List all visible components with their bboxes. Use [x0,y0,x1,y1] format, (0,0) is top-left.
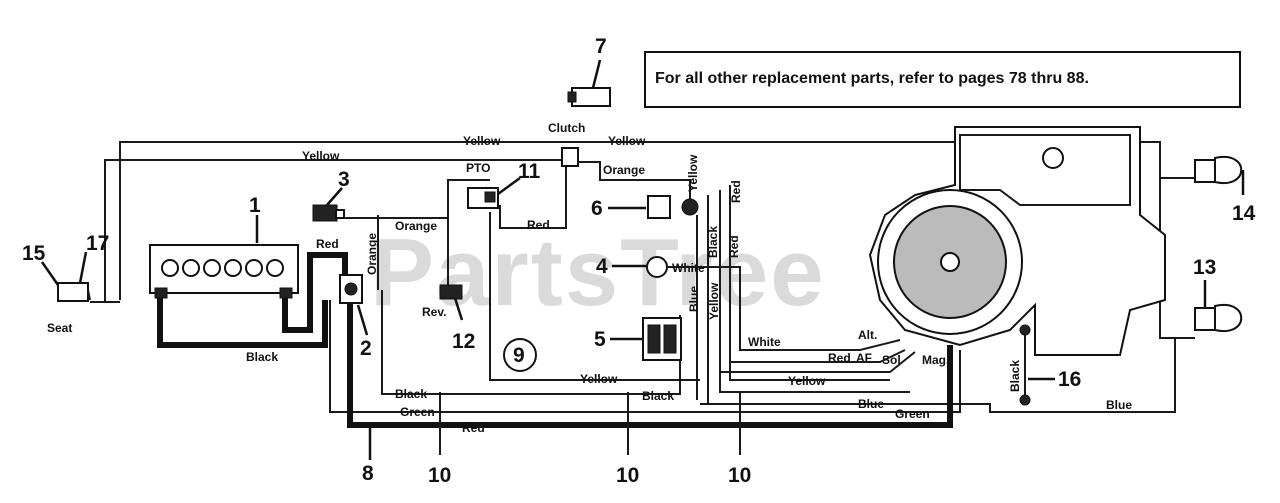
label-green-bottom-right: Green [895,407,930,421]
label-yellow-top-right: Yellow [608,134,646,148]
label-rev: Rev. [422,305,446,319]
label-yellow-bottom: Yellow [580,372,618,386]
label-alt: Alt. [858,328,877,342]
callout-12: 12 [452,330,475,353]
label-green-bottom: Green [400,405,435,419]
label-yellow-vert: Yellow [686,154,700,192]
battery [149,244,299,299]
label-blue-far-right: Blue [1106,398,1132,412]
callout-1: 1 [249,194,261,217]
wire-black-vert [719,190,910,393]
label-red-bottom: Red [462,421,485,435]
label-black-bottom: Black [395,387,427,401]
wire-blue-bottom [700,338,1176,413]
wire-red-battery [282,252,348,333]
callout-16: 16 [1058,368,1081,391]
callout-4: 4 [596,255,608,278]
callout-17: 17 [86,232,109,255]
wire-orange-top [578,161,691,202]
ignition-switch [312,204,345,222]
watermark: PartsTree [370,219,826,326]
clutch-connector [561,147,579,167]
wire-red-af [730,349,906,363]
wire-orange-mid [340,179,490,219]
label-af: AF [856,351,872,365]
callout-13: 13 [1193,256,1216,279]
callout-7: 7 [595,35,607,58]
label-red-battery: Red [316,237,339,251]
note-text: For all other replacement parts, refer t… [655,70,1089,87]
callout-10a: 10 [428,464,451,487]
label-orange-mid: Orange [395,219,437,233]
label-mag: Mag. [922,353,949,367]
label-white-long: White [748,335,781,349]
label-red-vert: Red [729,180,743,203]
callout-10c: 10 [728,464,751,487]
label-black-16: Black [1008,360,1022,392]
clutch-part [567,87,611,107]
label-black-vert: Black [706,226,720,258]
label-blue-vert: Blue [687,286,701,312]
label-yellow-bottom-right: Yellow [788,374,826,388]
note-box [644,51,1241,108]
callout-11: 11 [518,160,541,183]
wire-red-vert [729,185,890,381]
headlight-top [1194,155,1243,185]
pto-switch [467,187,499,209]
label-white-4: White [672,261,705,275]
label-yellow-vert-2: Yellow [707,282,721,320]
callout-15: 15 [22,242,46,265]
label-red-long: Red [828,351,851,365]
callout-2: 2 [360,337,372,360]
callout-9-circle [503,338,537,372]
wire-red-bottom [347,295,953,428]
label-blue-bottom: Blue [858,397,884,411]
module-5 [642,317,682,361]
callout-10b: 10 [616,464,639,487]
label-black-bottom-mid: Black [642,389,674,403]
label-red-vert-2: Red [727,235,741,258]
callout-3: 3 [338,168,350,191]
wire-labels: Yellow Yellow Yellow Clutch PTO Orange O… [47,121,1132,435]
label-yellow-top: Yellow [463,134,501,148]
wire-red-mid [499,165,567,229]
seat-switch [57,282,91,302]
wire-yellow-sol [720,351,916,373]
label-black-battery: Black [246,350,278,364]
label-pto: PTO [466,161,490,175]
label-yellow-left: Yellow [302,149,340,163]
ground-16 [1019,324,1031,406]
diode-4 [646,256,668,278]
label-seat: Seat [47,321,72,335]
callout-14: 14 [1232,202,1256,225]
wire-yellow-loop [489,212,700,381]
label-clutch: Clutch [548,121,585,135]
callouts: 1 2 3 4 5 6 7 8 9 10 10 10 11 12 13 14 1… [22,35,1256,487]
wire-green-bottom [329,300,961,413]
callout-8: 8 [362,462,374,485]
wire-white [668,266,901,351]
label-sol: Sol [882,353,901,367]
label-red-mid: Red [527,218,550,232]
callout-6: 6 [591,197,603,220]
engine [868,126,1166,356]
callout-9: 9 [513,344,525,367]
solenoid [339,274,363,304]
label-orange-vert: Orange [365,233,379,275]
wire-yellow-top [119,141,1195,339]
rev-switch [439,284,463,300]
label-orange-top: Orange [603,163,645,177]
callout-5: 5 [594,328,606,351]
connector-6 [647,195,699,219]
wire-black-battery [157,290,328,348]
headlight-bottom [1194,303,1243,333]
